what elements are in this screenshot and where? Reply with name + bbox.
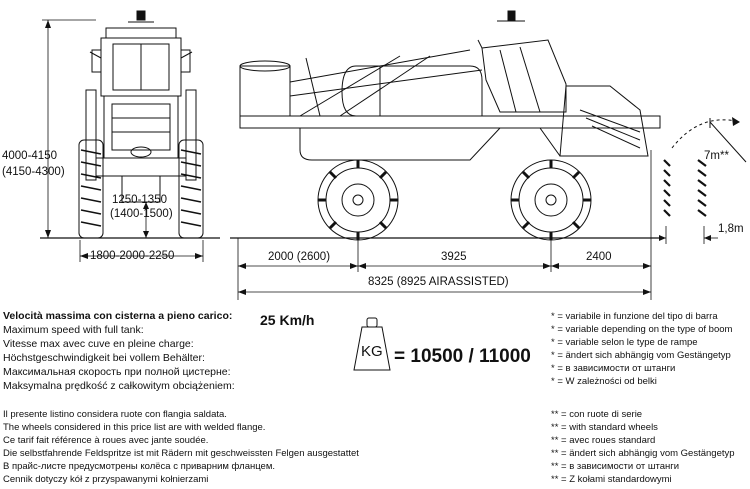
weight-unit: KG <box>361 343 383 360</box>
speed-label-pl: Maksymalna prędkość z całkowitym obciąże… <box>3 380 235 392</box>
front-tire-treads <box>80 149 202 227</box>
tyre-note-ru: В прайс-листе предусмотрены колёса с при… <box>3 461 276 472</box>
speed-label-it: Velocità massima con cisterna a pieno ca… <box>3 310 233 322</box>
footnote-single-it: * = variabile in funzione del tipo di ba… <box>551 311 718 322</box>
footnote-double-en: ** = with standard wheels <box>551 422 658 433</box>
footnote-single-en: * = variable depending on the type of bo… <box>551 324 733 335</box>
tyre-note-de: Die selbstfahrende Feldspritze ist mit R… <box>3 448 359 459</box>
footnote-double-ru: ** = в зависимости от штанги <box>551 461 680 472</box>
footnote-double-de: ** = ändert sich abhängig vom Gestängety… <box>551 448 735 459</box>
tyre-note-fr: Ce tarif fait référence à roues avec jan… <box>3 435 209 446</box>
speed-label-fr: Vitesse max avec cuve en pleine charge: <box>3 338 194 350</box>
kg-weight-icon <box>353 317 391 371</box>
footnote-single-pl: * = W zależności od belki <box>551 376 657 387</box>
wheelbase-dimension: 3925 <box>441 251 467 263</box>
front-view-dimension-lines <box>40 19 220 262</box>
side-view-dimension-lines <box>230 150 660 300</box>
turning-width-dimension <box>650 226 718 244</box>
footnote-single-de: * = ändert sich abhängig vom Gestängetyp <box>551 350 731 361</box>
turning-tire-tracks <box>663 159 707 217</box>
tyre-note-pl: Cennik dotyczy kół z przyspawanymi kołni… <box>3 474 209 485</box>
clearance-dimension: 1250-1350 <box>112 194 167 206</box>
footnote-single-fr: * = variable selon le type de rampe <box>551 337 698 348</box>
tyre-note-en: The wheels considered in this price list… <box>3 422 266 433</box>
clearance-dimension-alt: (1400-1500) <box>110 208 173 220</box>
turning-radius-dimension: 7m** <box>704 150 729 162</box>
footnote-double-pl: ** = Z kołami standardowymi <box>551 474 672 485</box>
side-view-vehicle <box>239 10 661 161</box>
max-speed-value: 25 Km/h <box>260 312 315 328</box>
speed-label-de: Höchstgeschwindigkeit bei vollem Behälte… <box>3 352 205 364</box>
footnote-double-it: ** = con ruote di serie <box>551 409 643 420</box>
height-dimension-alt: (4150-4300) <box>2 166 65 178</box>
tyre-note-it: Il presente listino considera ruote con … <box>3 409 227 420</box>
track-width-dimension: 1800-2000-2250 <box>90 250 175 262</box>
speed-label-ru: Максимальная скорость при полной цистерн… <box>3 366 231 378</box>
side-wheel-treads <box>318 160 591 240</box>
speed-label-en: Maximum speed with full tank: <box>3 324 144 336</box>
footnote-double-fr: ** = avec roues standard <box>551 435 656 446</box>
rear-length-dimension: 2400 <box>586 251 612 263</box>
turning-width-dimension: 1,8m <box>718 223 744 235</box>
front-length-dimension: 2000 (2600) <box>268 251 331 263</box>
side-view-wheels <box>317 159 592 241</box>
height-dimension: 4000-4150 <box>2 150 57 162</box>
weight-value: = 10500 / 11000 <box>394 346 531 367</box>
turning-radius-diagram <box>671 117 747 163</box>
footnote-single-ru: * = в зависимости от штанги <box>551 363 676 374</box>
total-length-dimension: 8325 (8925 AIRASSISTED) <box>368 276 509 288</box>
